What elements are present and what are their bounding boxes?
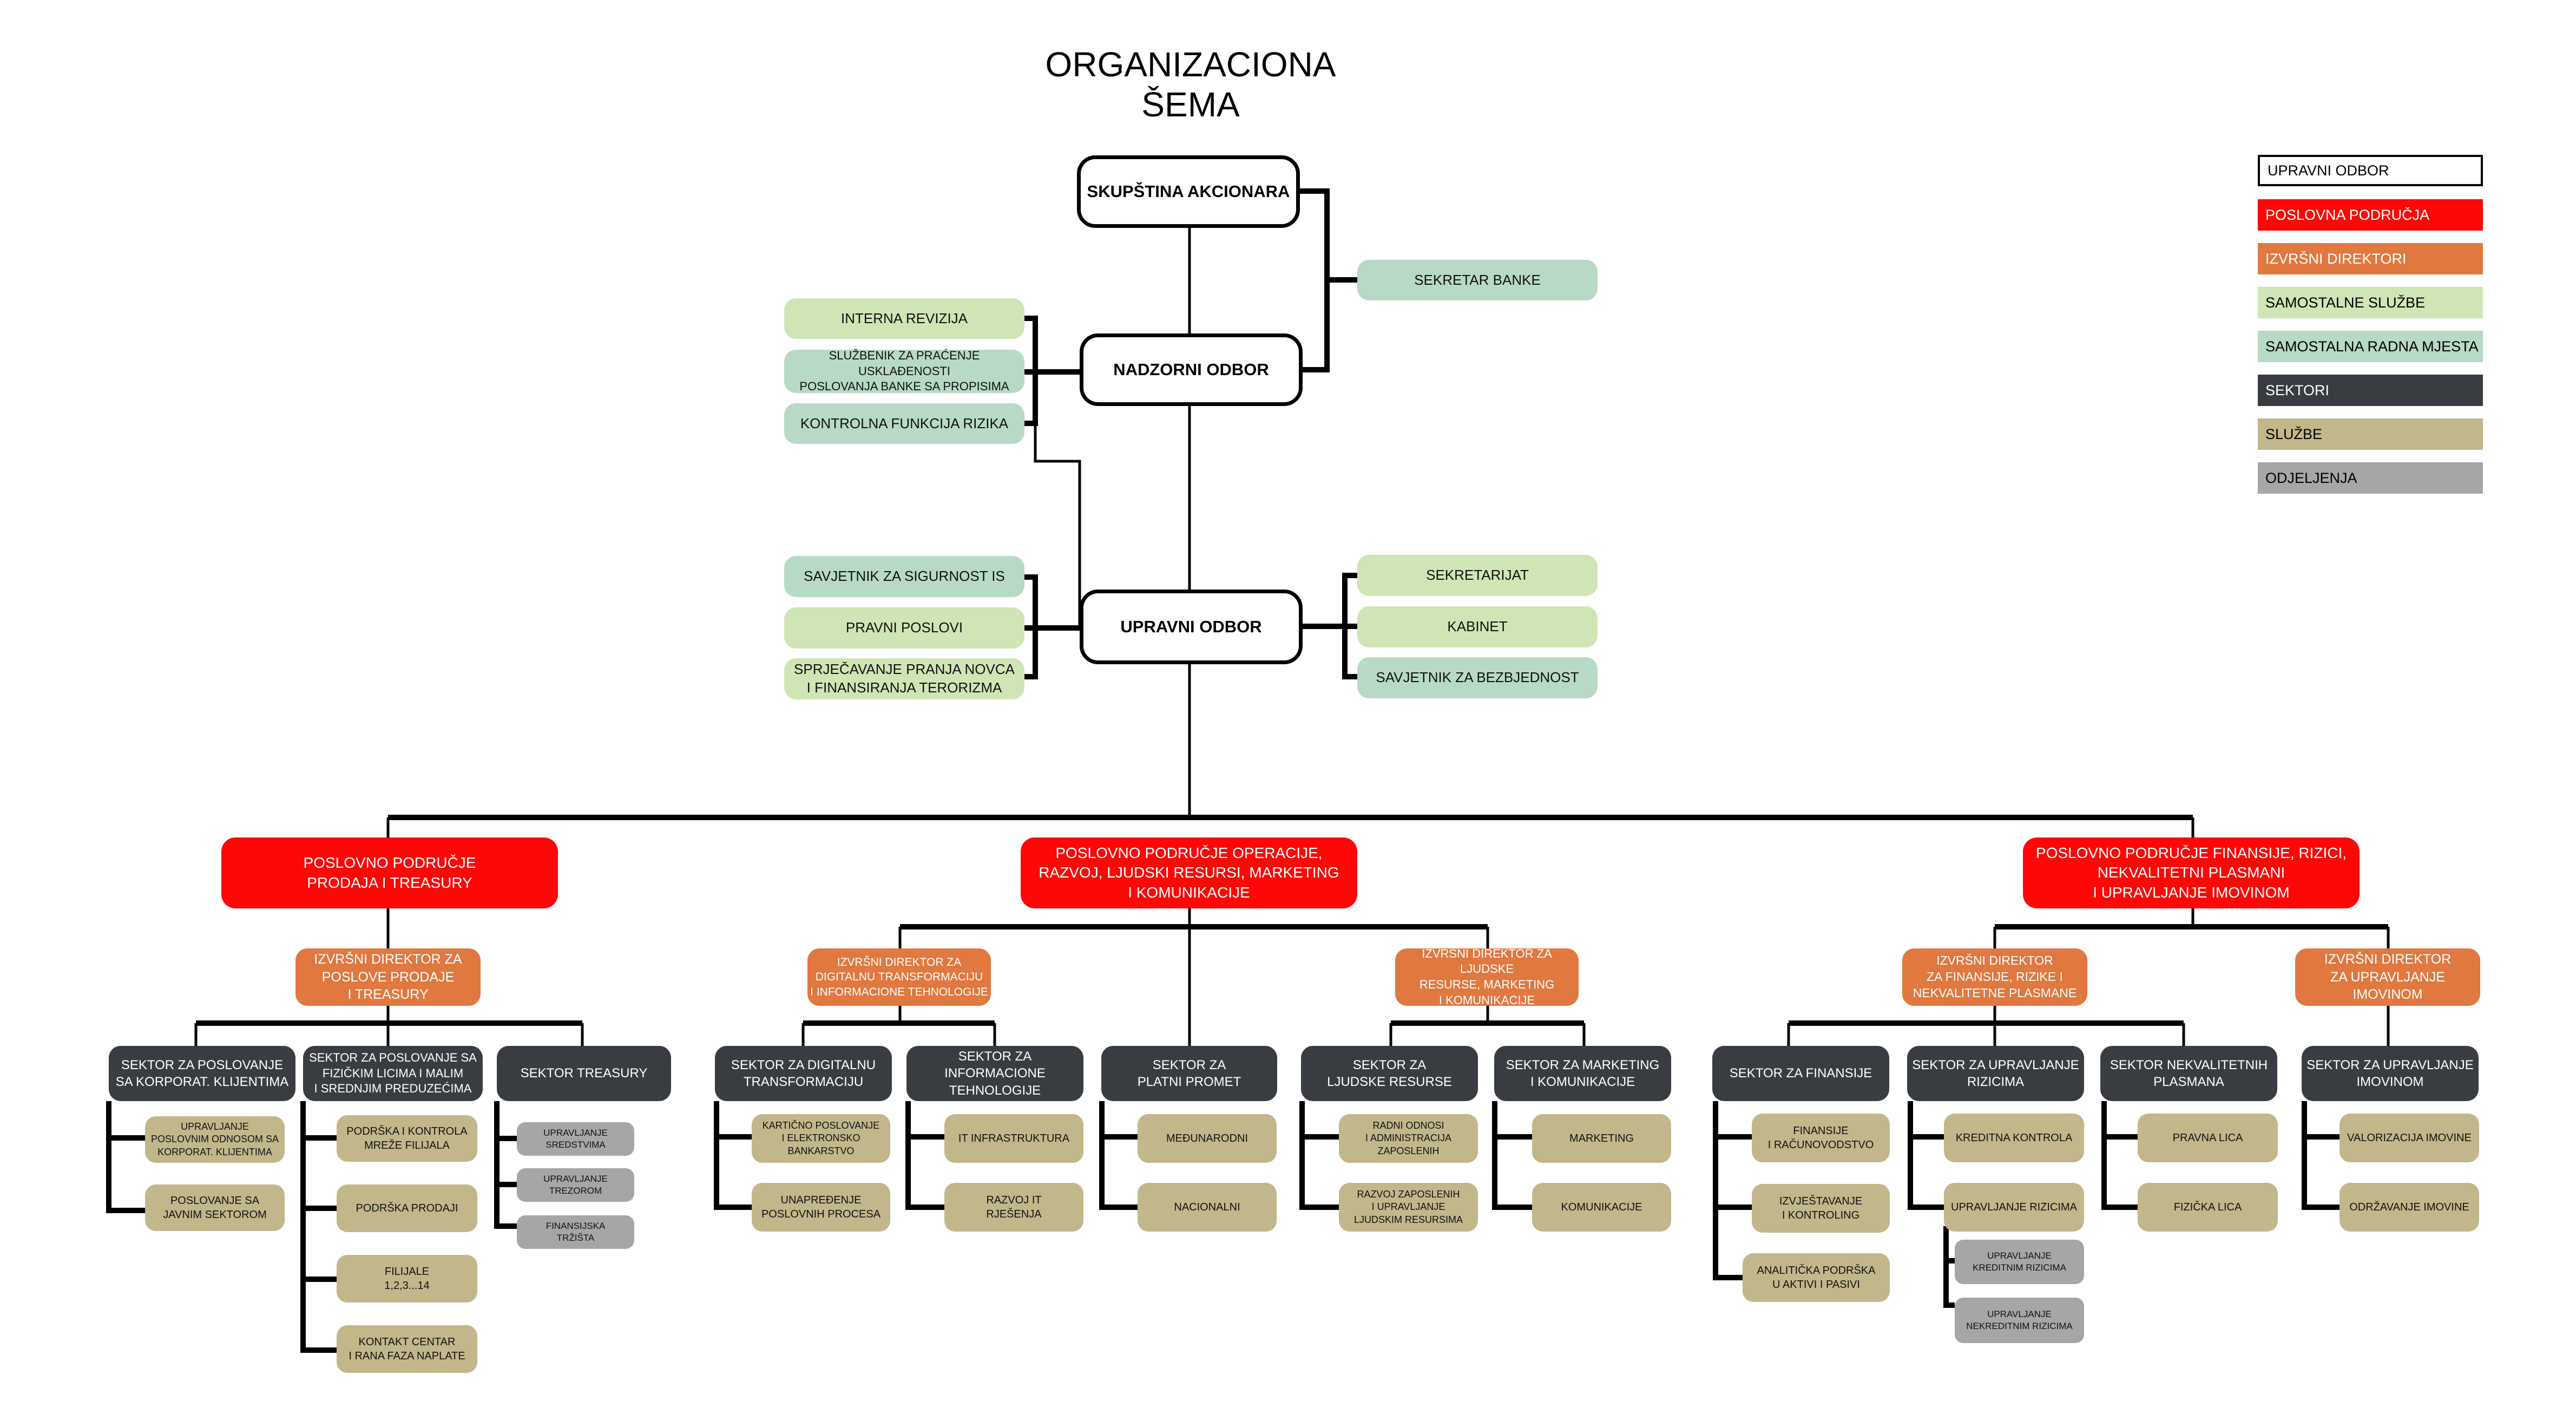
unit-upravljanje-odnosom-korporativni[interactable]: UPRAVLJANJE POSLOVNIM ODNOSOM SA KORPORA… (145, 1116, 285, 1163)
area-operacije-razvoj[interactable]: POSLOVNO PODRUČJE OPERACIJE, RAZVOJ, LJU… (1021, 837, 1357, 908)
unit-it-infrastruktura[interactable]: IT INFRASTRUKTURA (944, 1114, 1083, 1163)
unit-finansije-racunovodstvo[interactable]: FINANSIJE I RAČUNOVODSTVO (1752, 1114, 1890, 1162)
legend-upravni-odbor: UPRAVNI ODBOR (2258, 155, 2483, 186)
sector-informacione-tehnologije[interactable]: SEKTOR ZA INFORMACIONE TEHNOLOGIJE (906, 1046, 1083, 1101)
skupstina-akcionara-box[interactable]: SKUPŠTINA AKCIONARA (1077, 155, 1300, 228)
unit-razvoj-zaposlenih[interactable]: RAZVOJ ZAPOSLENIH I UPRAVLJANJE LJUDSKIM… (1339, 1183, 1478, 1232)
unit-kreditna-kontrola[interactable]: KREDITNA KONTROLA (1944, 1114, 2084, 1162)
upravni-odbor-box[interactable]: UPRAVNI ODBOR (1080, 590, 1303, 664)
legend-samostalne-sluzbe: SAMOSTALNE SLUŽBE (2258, 287, 2483, 318)
sector-ljudski-resursi[interactable]: SEKTOR ZA LJUDSKE RESURSE (1301, 1046, 1478, 1101)
legend-samostalna-radna-mjesta: SAMOSTALNA RADNA MJESTA (2258, 331, 2483, 362)
sector-fizicka-lica-mala-preduzeca[interactable]: SEKTOR ZA POSLOVANJE SA FIZIČKIM LICIMA … (303, 1046, 483, 1101)
sector-treasury[interactable]: SEKTOR TREASURY (497, 1046, 671, 1101)
sector-marketing-komunikacije[interactable]: SEKTOR ZA MARKETING I KOMUNIKACIJE (1494, 1046, 1671, 1101)
sekretarijat-box[interactable]: SEKRETARIJAT (1357, 555, 1598, 596)
unit-marketing[interactable]: MARKETING (1532, 1114, 1671, 1163)
sector-platni-promet[interactable]: SEKTOR ZA PLATNI PROMET (1101, 1046, 1277, 1101)
unit-kontakt-centar[interactable]: KONTAKT CENTAR I RANA FAZA NAPLATE (337, 1325, 477, 1373)
nadzorni-odbor-box[interactable]: NADZORNI ODBOR (1080, 333, 1303, 406)
kabinet-box[interactable]: KABINET (1357, 606, 1598, 647)
unit-karticno-poslovanje[interactable]: KARTIČNO POSLOVANJE I ELEKTRONSKO BANKAR… (752, 1114, 890, 1163)
director-ljudski-resursi-marketing[interactable]: IZVRŠNI DIREKTOR ZA LJUDSKE RESURSE, MAR… (1395, 947, 1579, 1007)
sector-nekvalitetni-plasmani[interactable]: SEKTOR NEKVALITETNIH PLASMANA (2100, 1046, 2277, 1101)
unit-fizicka-lica[interactable]: FIZIČKA LICA (2138, 1183, 2278, 1232)
legend-odjeljenja: ODJELJENJA (2258, 462, 2483, 494)
legend-sektori: SEKTORI (2258, 375, 2483, 406)
sector-finansije[interactable]: SEKTOR ZA FINANSIJE (1712, 1046, 1889, 1101)
sector-upravljanje-imovinom[interactable]: SEKTOR ZA UPRAVLJANJE IMOVINOM (2302, 1046, 2479, 1101)
dept-nekreditni-rizici[interactable]: UPRAVLJANJE NEKREDITNIM RIZICIMA (1955, 1298, 2084, 1343)
director-finansije-rizike[interactable]: IZVRŠNI DIREKTOR ZA FINANSIJE, RIZIKE I … (1902, 948, 2087, 1006)
dept-upravljanje-trezorom[interactable]: UPRAVLJANJE TREZOROM (517, 1168, 634, 1202)
unit-radni-odnosi[interactable]: RADNI ODNOSI I ADMINISTRACIJA ZAPOSLENIH (1339, 1114, 1478, 1163)
unit-upravljanje-rizicima[interactable]: UPRAVLJANJE RIZICIMA (1944, 1183, 2084, 1232)
dept-finansijska-trzista[interactable]: FINANSIJSKA TRŽIŠTA (517, 1215, 634, 1249)
unit-podrska-kontrola-filijala[interactable]: PODRŠKA I KONTROLA MREŽE FILIJALA (337, 1115, 477, 1162)
unit-unapredjenje-procesa[interactable]: UNAPREĐENJE POSLOVNIH PROCESA (752, 1183, 890, 1232)
sector-digitalna-transformacija[interactable]: SEKTOR ZA DIGITALNU TRANSFORMACIJU (715, 1046, 892, 1101)
sector-korporativni-klijenti[interactable]: SEKTOR ZA POSLOVANJE SA KORPORAT. KLIJEN… (109, 1046, 295, 1101)
dept-kreditni-rizici[interactable]: UPRAVLJANJE KREDITNIM RIZICIMA (1955, 1240, 2084, 1284)
unit-pravna-lica[interactable]: PRAVNA LICA (2138, 1114, 2278, 1162)
unit-odrzavanje-imovine[interactable]: ODRŽAVANJE IMOVINE (2340, 1183, 2479, 1232)
director-upravljanje-imovinom[interactable]: IZVRŠNI DIREKTOR ZA UPRAVLJANJE IMOVINOM (2295, 948, 2480, 1006)
unit-valorizacija-imovine[interactable]: VALORIZACIJA IMOVINE (2340, 1114, 2479, 1162)
page-title: ORGANIZACIONA ŠEMA (1045, 45, 1336, 124)
unit-medjunarodni[interactable]: MEĐUNARODNI (1138, 1114, 1277, 1163)
savjetnik-bezbjednost-box[interactable]: SAVJETNIK ZA BEZBJEDNOST (1357, 657, 1598, 698)
director-prodaja-treasury[interactable]: IZVRŠNI DIREKTOR ZA POSLOVE PRODAJE I TR… (295, 948, 481, 1006)
director-digitalna-it[interactable]: IZVRŠNI DIREKTOR ZA DIGITALNU TRANSFORMA… (807, 948, 991, 1006)
unit-filijale[interactable]: FILIJALE 1,2,3...14 (337, 1255, 477, 1302)
kontrolna-funkcija-rizika-box[interactable]: KONTROLNA FUNKCIJA RIZIKA (784, 403, 1024, 444)
unit-poslovanje-javni-sektor[interactable]: POSLOVANJE SA JAVNIM SEKTOROM (145, 1184, 285, 1231)
legend-izvrsni-direktori: IZVRŠNI DIREKTORI (2258, 243, 2483, 274)
unit-razvoj-it-rjesenja[interactable]: RAZVOJ IT RJEŠENJA (944, 1183, 1083, 1232)
area-prodaja-treasury[interactable]: POSLOVNO PODRUČJE PRODAJA I TREASURY (221, 837, 558, 908)
unit-izvjestavanje-kontroling[interactable]: IZVJEŠTAVANJE I KONTROLING (1752, 1184, 1890, 1233)
sekretar-banke-box[interactable]: SEKRETAR BANKE (1357, 260, 1598, 300)
interna-revizija-box[interactable]: INTERNA REVIZIJA (784, 298, 1024, 339)
savjetnik-sigurnost-is-box[interactable]: SAVJETNIK ZA SIGURNOST IS (784, 556, 1024, 597)
legend-sluzbe: SLUŽBE (2258, 418, 2483, 450)
area-finansije-rizici[interactable]: POSLOVNO PODRUČJE FINANSIJE, RIZICI, NEK… (2023, 837, 2360, 908)
pravni-poslovi-box[interactable]: PRAVNI POSLOVI (784, 607, 1024, 649)
unit-podrska-prodaji[interactable]: PODRŠKA PRODAJI (337, 1184, 477, 1232)
unit-komunikacije[interactable]: KOMUNIKACIJE (1532, 1183, 1671, 1232)
unit-analiticka-podrska[interactable]: ANALITIČKA PODRŠKA U AKTIVI I PASIVI (1743, 1253, 1890, 1302)
sprjecavanje-pranja-novca-box[interactable]: SPRJEČAVANJE PRANJA NOVCA I FINANSIRANJA… (784, 658, 1024, 699)
dept-upravljanje-sredstvima[interactable]: UPRAVLJANJE SREDSTVIMA (517, 1122, 634, 1156)
unit-nacionalni[interactable]: NACIONALNI (1138, 1183, 1277, 1232)
sluzbenik-uskladjenost-box[interactable]: SLUŽBENIK ZA PRAĆENJE USKLAĐENOSTI POSLO… (784, 349, 1024, 393)
sector-upravljanje-rizicima[interactable]: SEKTOR ZA UPRAVLJANJE RIZICIMA (1907, 1046, 2084, 1101)
legend-poslovna-podrucja: POSLOVNA PODRUČJA (2258, 199, 2483, 231)
